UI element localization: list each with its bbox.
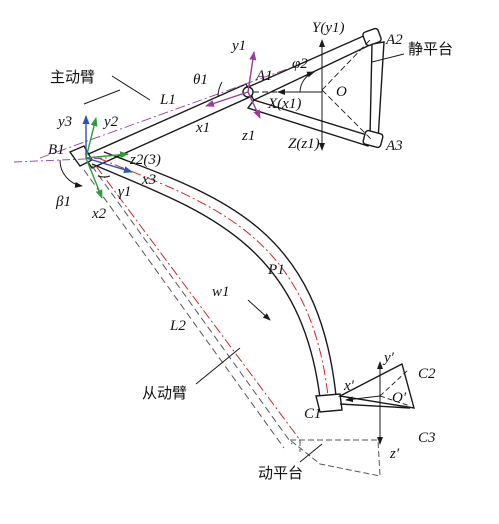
label-gamma1: γ1 bbox=[118, 184, 131, 200]
label-y-prime: y′ bbox=[382, 350, 395, 366]
undeformed-arm-dashed bbox=[83, 165, 293, 449]
label-leader-static-platform bbox=[371, 53, 405, 63]
static-platform-axes bbox=[253, 39, 325, 151]
label-z1: z1 bbox=[241, 128, 255, 144]
A1-joint bbox=[205, 51, 261, 119]
B1-joint bbox=[13, 115, 133, 199]
label-theta1: θ1 bbox=[193, 72, 208, 88]
label-y3: y3 bbox=[56, 114, 72, 130]
static-platform bbox=[244, 27, 385, 149]
label-leader-driven-arm bbox=[195, 347, 241, 385]
label-X-x1: X(x1) bbox=[267, 96, 301, 112]
label-z-prime: z′ bbox=[389, 446, 400, 462]
label-w1: w1 bbox=[212, 284, 230, 300]
label-active-arm: 主动臂 bbox=[50, 68, 95, 86]
label-C2: C2 bbox=[418, 366, 436, 382]
label-A3: A3 bbox=[385, 138, 403, 154]
label-x-prime: x′ bbox=[343, 378, 355, 394]
active-arm-centerline bbox=[39, 67, 291, 159]
label-y1: y1 bbox=[230, 38, 246, 54]
label-C3: C3 bbox=[418, 430, 436, 446]
label-P1: P1 bbox=[267, 262, 285, 278]
moving-platform bbox=[337, 361, 415, 445]
label-leader-moving-platform bbox=[299, 443, 323, 463]
label-L2: L2 bbox=[169, 318, 186, 334]
label-x1: x1 bbox=[195, 120, 210, 136]
label-Z-z1: Z(z1) bbox=[288, 136, 320, 152]
driven-arm-centerline-red bbox=[97, 157, 329, 397]
label-leader-active-arm bbox=[111, 75, 151, 101]
label-y2: y2 bbox=[102, 114, 119, 130]
label-phi2: φ2 bbox=[292, 56, 308, 72]
w1-arrow bbox=[247, 299, 271, 321]
undeformed-arm-red bbox=[95, 165, 301, 441]
label-A1: A1 bbox=[255, 68, 273, 84]
label-static-platform: 静平台 bbox=[408, 40, 453, 58]
undeformed-moving-platform bbox=[288, 439, 381, 477]
label-O: O bbox=[336, 84, 347, 100]
label-C1: C1 bbox=[304, 406, 322, 422]
label-beta1: β1 bbox=[55, 194, 71, 210]
label-O-prime: O′ bbox=[392, 390, 407, 406]
driven-arm bbox=[91, 151, 343, 413]
label-driven-arm: 从动臂 bbox=[142, 384, 187, 402]
label-moving-platform: 动平台 bbox=[258, 464, 303, 482]
label-L1: L1 bbox=[159, 92, 176, 108]
label-x3: x3 bbox=[141, 172, 156, 188]
label-A2: A2 bbox=[385, 32, 403, 48]
label-z23: z2(3) bbox=[129, 152, 161, 168]
label-Y-y1: Y(y1) bbox=[312, 20, 345, 36]
label-x2: x2 bbox=[91, 206, 107, 222]
label-B1: B1 bbox=[48, 142, 65, 158]
